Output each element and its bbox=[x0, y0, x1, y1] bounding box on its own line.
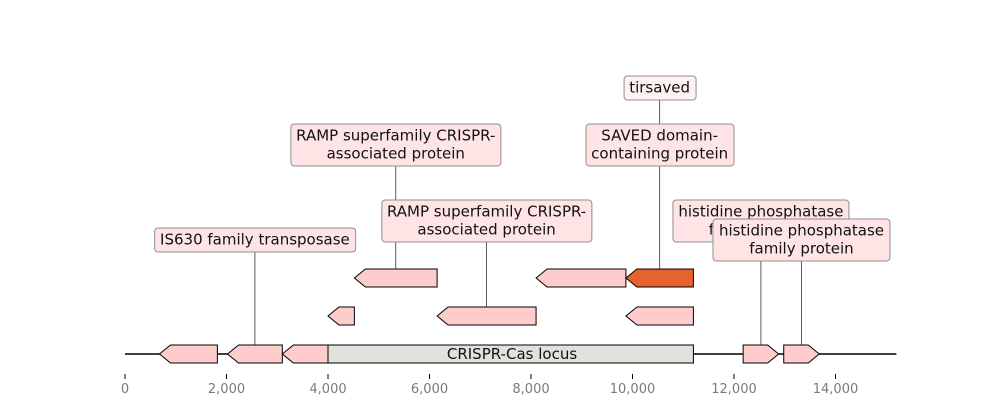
gene-arrow bbox=[535, 268, 627, 288]
gene-arrow bbox=[281, 344, 329, 364]
gene-annotation-label: RAMP superfamily CRISPR- associated prot… bbox=[290, 123, 502, 167]
gene-arrow bbox=[158, 344, 218, 364]
gene-arrow bbox=[353, 268, 438, 288]
axis-tick-label: 0 bbox=[120, 382, 130, 397]
axis-tick-label: 2,000 bbox=[207, 382, 246, 397]
locus-caption: CRISPR-Cas locus bbox=[446, 345, 578, 363]
gene-arrow bbox=[783, 344, 821, 364]
gene-annotation-label: tirsaved bbox=[623, 75, 697, 101]
axis-tick-label: 12,000 bbox=[711, 382, 757, 397]
gene-annotation-label: histidine phosphatase family protein bbox=[712, 218, 891, 262]
axis-tick-label: 4,000 bbox=[309, 382, 347, 397]
gene-arrow bbox=[625, 306, 694, 326]
gene-arrow bbox=[226, 344, 283, 364]
gene-annotation-label: RAMP superfamily CRISPR- associated prot… bbox=[380, 199, 593, 243]
gene-arrow bbox=[742, 344, 780, 364]
gene-arrow bbox=[625, 268, 694, 288]
gene-annotation-label: IS630 family transposase bbox=[154, 227, 356, 253]
axis-tick-label: 10,000 bbox=[609, 382, 656, 397]
gene-arrow bbox=[327, 306, 355, 326]
gene-annotation-label: SAVED domain- containing protein bbox=[585, 123, 735, 167]
axis-tick-label: 14,000 bbox=[812, 382, 859, 397]
axis-tick-label: 8,000 bbox=[512, 382, 550, 397]
axis-tick-label: 6,000 bbox=[410, 382, 449, 397]
gene-arrow bbox=[436, 306, 537, 326]
